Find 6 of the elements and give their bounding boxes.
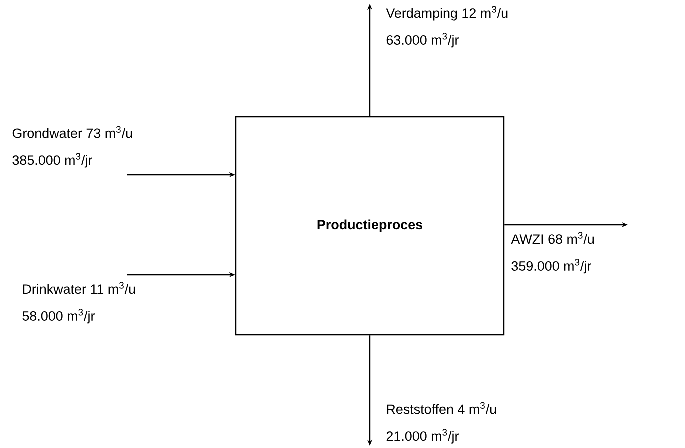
flow-label: Drinkwater 11 m$^{3}$/u 58.000 m$^{3}$/jr xyxy=(22,282,136,324)
flow-label: AWZI 68 m$^{3}$/u 359.000 m$^{3}$/jr xyxy=(511,232,594,274)
flow-label: Grondwater 73 m$^{3}$/u 385.000 m$^{3}$/jr xyxy=(12,126,132,168)
process-box: Productieproces xyxy=(235,116,505,336)
flow-label: Reststoffen 4 m$^{3}$/u 21.000 m$^{3}$/jr xyxy=(386,402,496,444)
flow-label: Verdamping 12 m$^{3}$/u 63.000 m$^{3}$/jr xyxy=(386,6,508,48)
